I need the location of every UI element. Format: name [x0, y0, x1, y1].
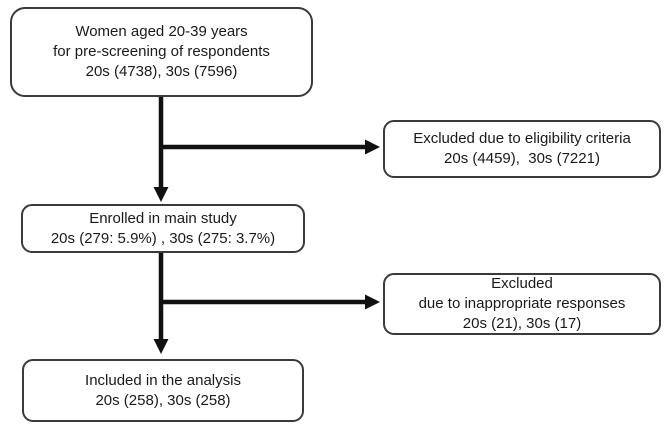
box-pre-screening-line-3: 20s (4738), 30s (7596)	[85, 63, 238, 80]
box-enrolled-line-2: 20s (279: 5.9%) , 30s (275: 3.7%)	[50, 229, 276, 247]
box-excluded-eligibility-line-2: 20s (4459), 30s (7221)	[444, 150, 600, 167]
box-included-line-2: 20s (258), 30s (258)	[95, 391, 231, 409]
arrow-enrolled-to-included-head	[153, 339, 169, 354]
arrow-to-excluded-inappropriate-head	[365, 294, 380, 310]
box-excluded-inappropriate-line-2: due to inappropriate responses	[418, 295, 626, 312]
box-pre-screening-line-1: Women aged 20-39 years	[75, 23, 248, 40]
box-excluded-eligibility: Excluded due to eligibility criteria 20s…	[383, 120, 661, 178]
box-enrolled: Enrolled in main study 20s (279: 5.9%) ,…	[21, 204, 305, 253]
arrow-prescreening-to-enrolled-head	[153, 187, 169, 202]
box-included: Included in the analysis 20s (258), 30s …	[22, 359, 304, 422]
arrow-to-excluded-eligibility-head	[365, 139, 380, 155]
box-excluded-inappropriate-line-1: Excluded	[491, 275, 553, 292]
box-excluded-inappropriate-line-3: 20s (21), 30s (17)	[462, 315, 582, 332]
box-pre-screening-line-2: for pre-screening of respondents	[53, 43, 270, 60]
box-pre-screening: Women aged 20-39 years for pre-screening…	[10, 7, 313, 97]
box-enrolled-line-1: Enrolled in main study	[89, 209, 237, 227]
box-excluded-inappropriate: Excluded due to inappropriate responses …	[383, 273, 661, 335]
box-included-line-1: Included in the analysis	[85, 371, 241, 389]
box-excluded-eligibility-line-1: Excluded due to eligibility criteria	[413, 130, 631, 147]
